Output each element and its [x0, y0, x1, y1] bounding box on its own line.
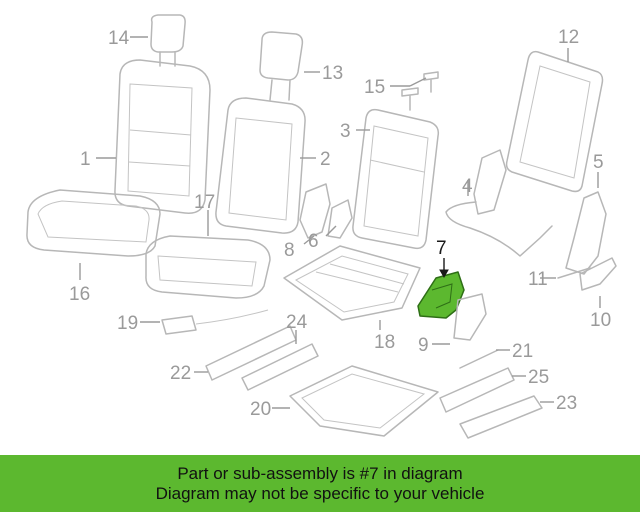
seat-parts-diagram: 14 1 16 13 2 3 12 4 5 10 11 8 6 15 17 18…	[26, 14, 617, 439]
part-rail-22	[205, 325, 297, 381]
part-side-bracket-8	[299, 183, 331, 239]
part-cushion-pan-17	[145, 235, 271, 299]
leader-15b	[409, 77, 427, 87]
callout-3[interactable]: 3	[340, 121, 351, 142]
callout-1[interactable]: 1	[80, 149, 91, 170]
callout-21[interactable]: 21	[512, 341, 533, 362]
callout-15[interactable]: 15	[364, 77, 385, 98]
callout-23[interactable]: 23	[556, 393, 577, 414]
callout-10[interactable]: 10	[590, 310, 611, 331]
callout-9[interactable]: 9	[418, 335, 429, 356]
part-small-bracket-6	[327, 199, 353, 239]
leader-7-arrow	[439, 269, 449, 279]
callout-6[interactable]: 6	[308, 231, 319, 252]
part-rod-11	[557, 267, 591, 279]
part-back-panel-2	[215, 97, 306, 234]
callout-20[interactable]: 20	[250, 399, 271, 420]
part-seat-frame-18	[283, 245, 421, 321]
part-side-cover-9	[453, 293, 487, 341]
banner-line-1: Part or sub-assembly is #7 in diagram	[177, 463, 463, 483]
info-banner: Part or sub-assembly is #7 in diagram Di…	[0, 455, 640, 512]
callout-22[interactable]: 22	[170, 363, 191, 384]
part-side-rail-25	[439, 367, 515, 413]
callout-18[interactable]: 18	[374, 332, 395, 353]
callout-2[interactable]: 2	[320, 149, 331, 170]
part-recliner-4	[445, 149, 553, 257]
part-bracket-5	[565, 191, 607, 275]
part-back-frame-3	[352, 108, 440, 250]
callout-25[interactable]: 25	[528, 367, 549, 388]
part-rear-panel-12	[505, 50, 604, 193]
part-seat-cushion-16	[26, 189, 161, 257]
part-7-highlighted[interactable]	[417, 271, 465, 319]
callout-11[interactable]: 11	[528, 269, 548, 290]
callout-19[interactable]: 19	[117, 313, 138, 334]
part-seat-back-1	[114, 59, 211, 214]
callout-24[interactable]: 24	[286, 312, 308, 333]
banner-line-2: Diagram may not be specific to your vehi…	[155, 483, 485, 503]
part-headrest-frame-13	[259, 31, 304, 101]
callout-leaders	[79, 36, 601, 409]
callout-labels: 14 1 16 13 2 3 12 4 5 10 11 8 6 15 17 18…	[69, 27, 611, 420]
part-base-frame-20	[289, 365, 439, 437]
callout-14[interactable]: 14	[108, 28, 130, 49]
part-bolts-15	[401, 71, 439, 111]
part-strut-21	[459, 349, 499, 369]
callout-16[interactable]: 16	[69, 284, 90, 305]
part-headrest-14	[150, 14, 186, 67]
part-end-cover-23	[459, 395, 543, 439]
callout-7[interactable]: 7	[436, 238, 447, 259]
callout-17[interactable]: 17	[194, 192, 215, 213]
callout-4[interactable]: 4	[462, 176, 473, 197]
callout-8[interactable]: 8	[284, 240, 295, 261]
callout-5[interactable]: 5	[593, 152, 604, 173]
part-cable-19	[161, 309, 269, 335]
leader-6	[325, 225, 337, 237]
leader-8	[303, 235, 315, 245]
part-rail-cover-24	[241, 343, 319, 391]
callout-13[interactable]: 13	[322, 63, 343, 84]
part-trim-10	[579, 257, 617, 291]
callout-12[interactable]: 12	[558, 27, 579, 48]
